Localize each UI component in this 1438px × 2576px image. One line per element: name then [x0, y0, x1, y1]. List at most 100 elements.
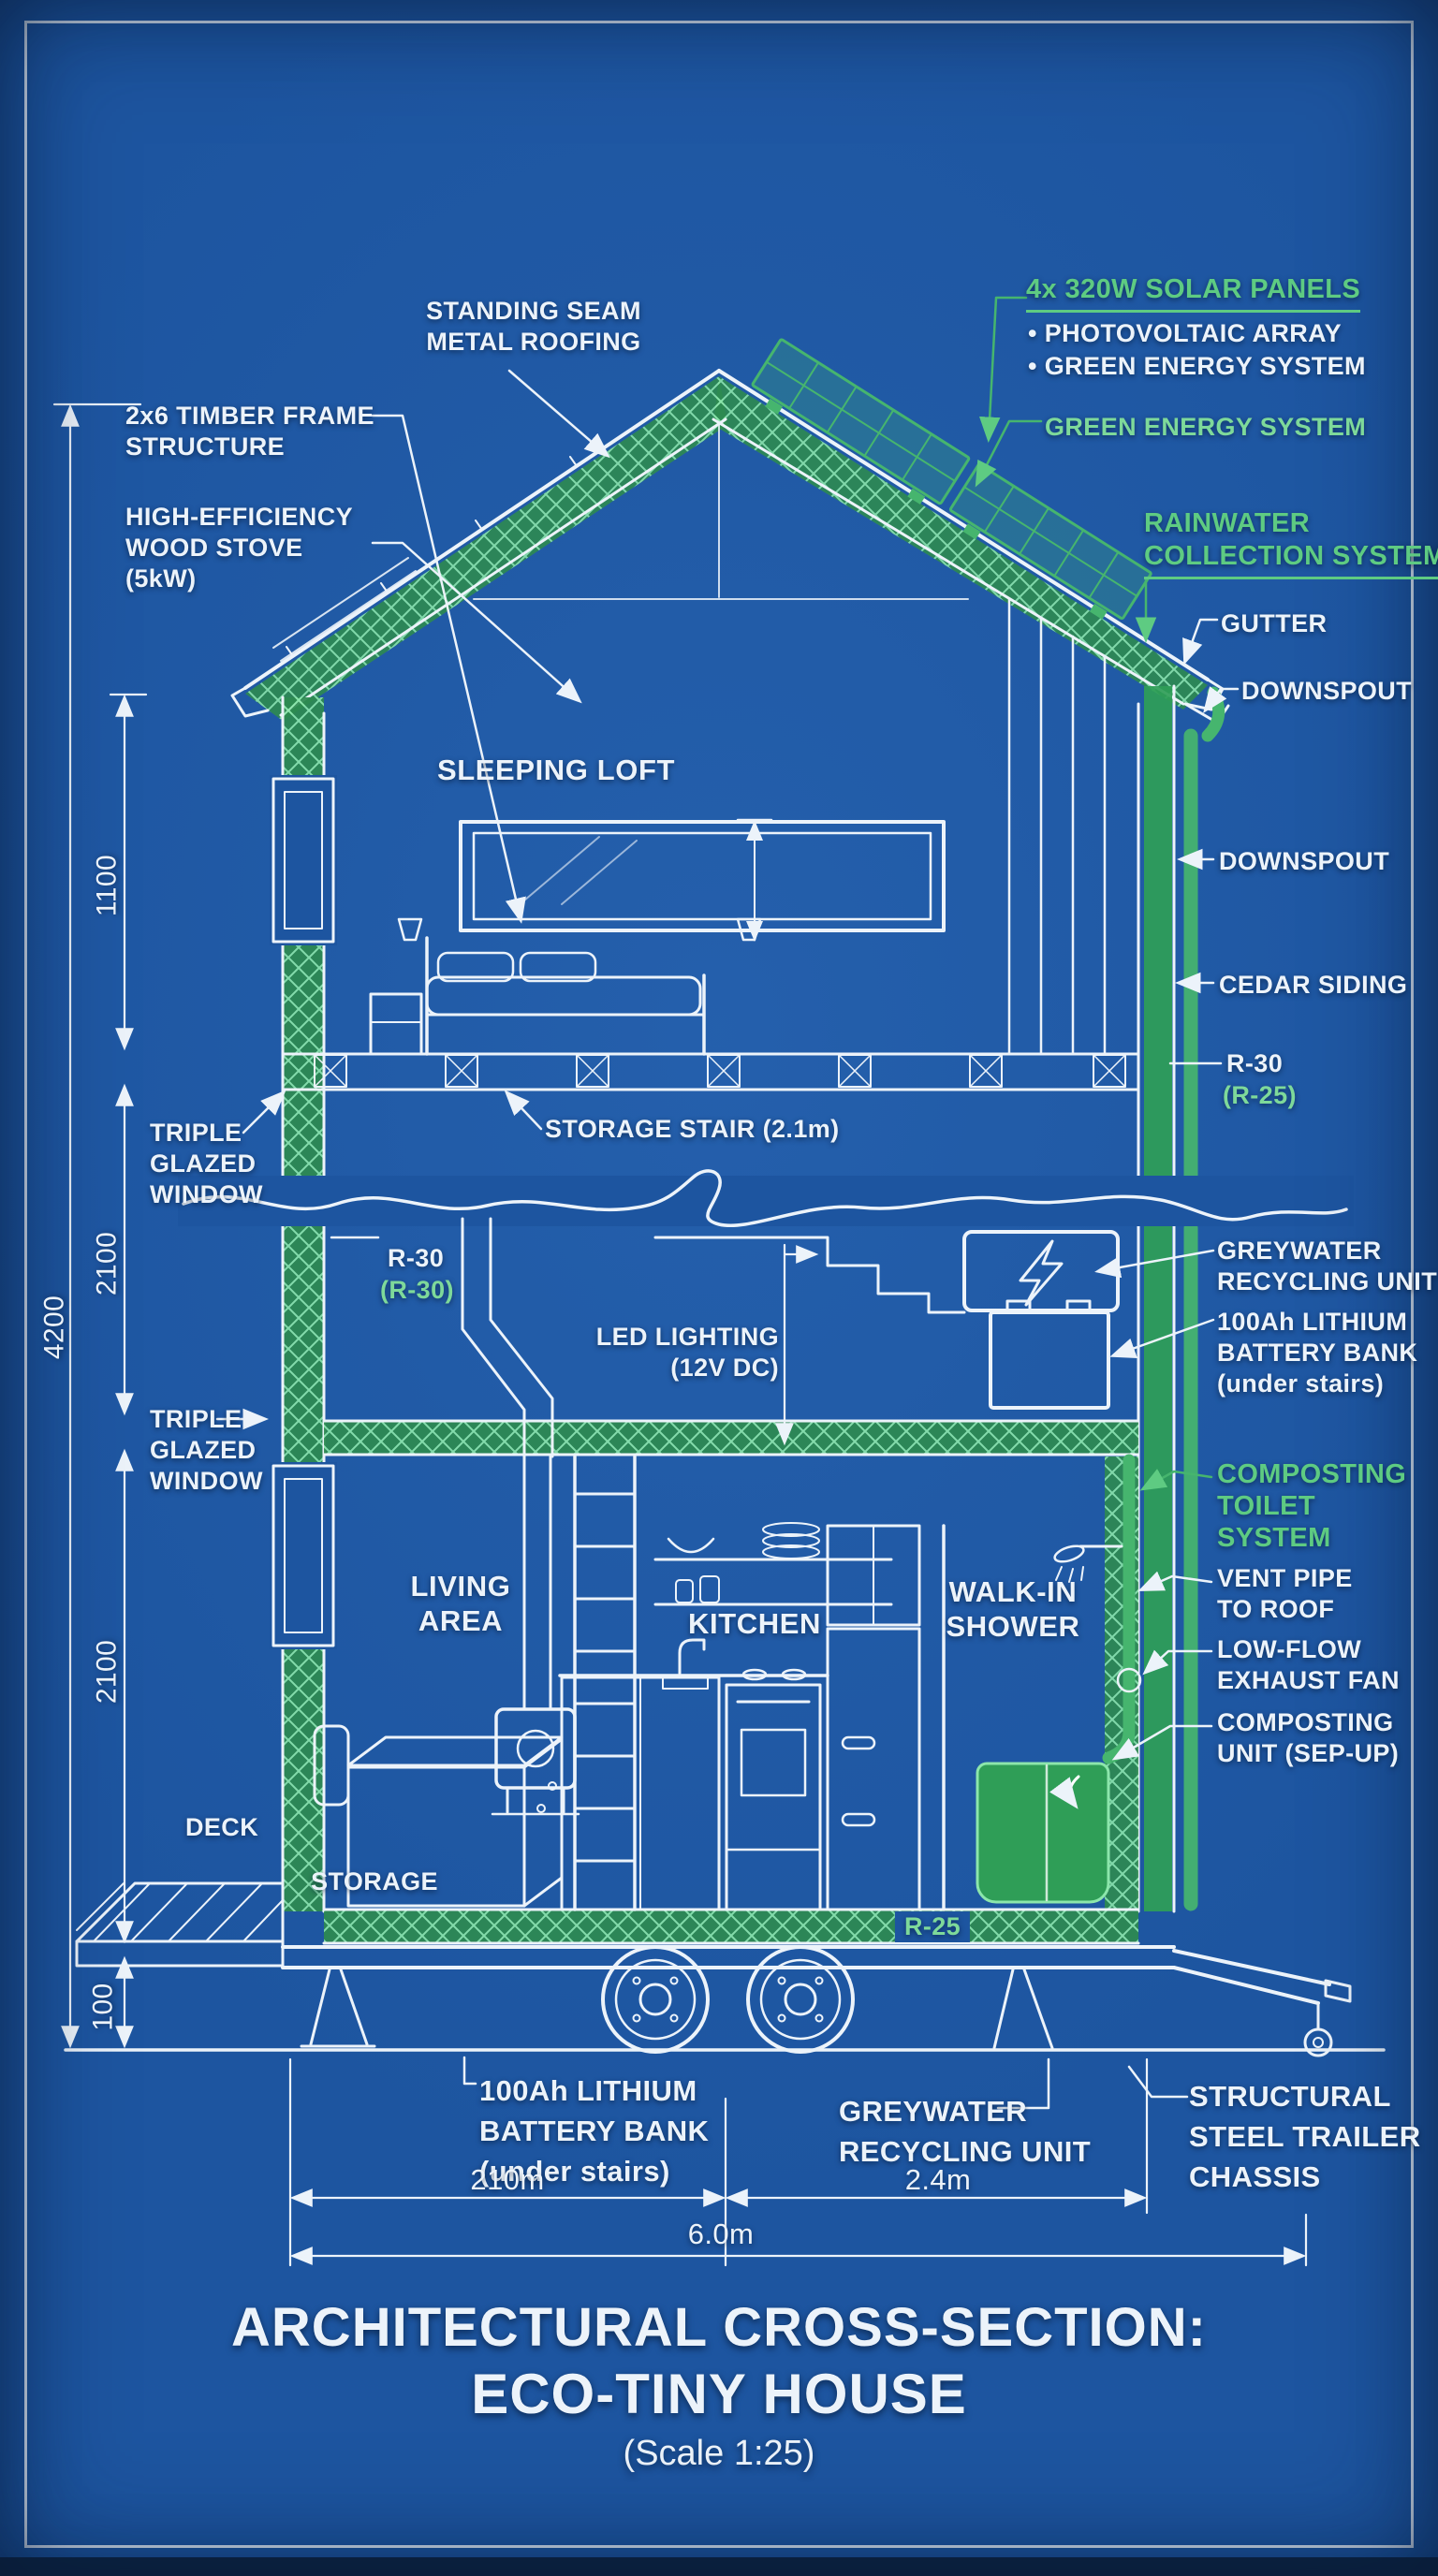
label-timber-frame-line-1: STRUCTURE: [125, 432, 286, 461]
label-deck-line-0: DECK: [185, 1813, 259, 1841]
exhaust-fan: [1116, 1667, 1142, 1693]
label-r25-floor: R-25: [894, 1911, 971, 1942]
trailer-wheel: [601, 1945, 710, 2054]
label-r25-upper: (R-25): [1223, 1080, 1297, 1111]
faucet: [678, 1638, 706, 1676]
label-wood-stove-line-1: WOOD STOVE: [125, 534, 303, 562]
label-cedar-siding: CEDAR SIDING: [1219, 970, 1407, 1001]
label-sleeping-loft-line-0: SLEEPING LOFT: [436, 754, 676, 786]
label-downspout-2-line-0: DOWNSPOUT: [1219, 847, 1390, 875]
label-triple-glazed-2-line-0: TRIPLE: [150, 1405, 242, 1433]
insulated-floor: [322, 1908, 1140, 1945]
label-cedar-siding-line-0: CEDAR SIDING: [1219, 971, 1408, 999]
label-r30-lower-2-line-0: (R-30): [380, 1276, 454, 1304]
label-triple-glazed-2-line-1: GLAZED: [150, 1436, 257, 1464]
shower-head: [1053, 1544, 1085, 1563]
wood-stove: [491, 1707, 580, 1816]
label-greywater-1-line-1: RECYCLING UNIT: [1217, 1267, 1438, 1295]
dim-210m: 210m: [470, 2164, 544, 2195]
cup: [699, 1575, 720, 1603]
oven: [725, 1683, 822, 1911]
label-composting-system-line-2: SYSTEM: [1217, 1523, 1331, 1553]
label-storage-line-0: STORAGE: [311, 1867, 438, 1895]
loft-floor: [281, 1052, 1140, 1091]
triple-glazed-window-upper: [270, 775, 337, 945]
label-r25-floor-line-0: R-25: [903, 1912, 961, 1940]
label-greywater-2-line-0: GREYWATER: [839, 2095, 1028, 2128]
burner: [741, 1668, 768, 1681]
stabilizer-jack: [300, 1968, 376, 2048]
label-rainwater-line-0: RAINWATER: [1144, 508, 1311, 538]
label-living-area-line-0: LIVING: [410, 1570, 511, 1603]
stabilizer-jack: [983, 1968, 1064, 2052]
sink: [662, 1675, 709, 1690]
label-composting-system-line-0: COMPOSTING: [1217, 1459, 1407, 1489]
bed-base: [425, 1013, 706, 1056]
label-standing-seam-line-0: STANDING SEAM: [426, 297, 641, 325]
page-title-line1: ARCHITECTURAL CROSS-SECTION:: [231, 2297, 1207, 2358]
dim-210m-line-0: 210m: [470, 2163, 545, 2196]
label-composting-unit-line-0: COMPOSTING: [1217, 1708, 1394, 1736]
dim-100: 100: [88, 1983, 119, 2030]
label-r30-lower-2: (R-30): [380, 1275, 454, 1306]
label-chassis-line-0: STRUCTURAL: [1189, 2080, 1391, 2113]
label-r30-lower-line-0: R-30: [388, 1244, 445, 1272]
label-walk-in-shower-line-0: WALK-IN: [948, 1575, 1078, 1608]
greywater-unit: [962, 1230, 1120, 1312]
dim-100-line-0: 100: [87, 1983, 119, 2031]
trailer-wheel: [746, 1945, 855, 2054]
label-downspout-1: DOWNSPOUT: [1241, 676, 1412, 707]
label-led-lighting-line-0: LED LIGHTING: [595, 1323, 779, 1351]
recycle-arrow-icon: [1049, 1775, 1080, 1809]
label-triple-glazed-1-line-2: WINDOW: [150, 1180, 263, 1208]
label-composting-unit: COMPOSTING UNIT (SEP-UP): [1217, 1707, 1399, 1769]
label-triple-glazed-1-line-1: GLAZED: [150, 1149, 257, 1178]
label-walk-in-shower-line-1: SHOWER: [946, 1610, 1080, 1643]
battery-bank: [989, 1299, 1110, 1410]
label-battery-2-line-0: 100Ah LITHIUM: [479, 2074, 697, 2107]
fridge: [826, 1627, 921, 1911]
label-exhaust-fan-line-1: EXHAUST FAN: [1217, 1666, 1400, 1694]
pillow: [519, 951, 597, 983]
loft-ladder: [573, 1455, 637, 1911]
label-living-area-line-1: AREA: [418, 1604, 504, 1637]
label-battery-2-line-2: (under stairs): [479, 2155, 670, 2188]
label-solar-panels: 4x 320W SOLAR PANELS: [1026, 273, 1361, 313]
title-block: ARCHITECTURAL CROSS-SECTION: ECO-TINY HO…: [64, 2295, 1374, 2479]
mattress: [425, 975, 702, 1017]
solar-panel-array: [751, 338, 1152, 621]
label-storage-stair: STORAGE STAIR (2.1m): [545, 1114, 840, 1145]
page-title-scale: (Scale 1:25): [623, 2434, 815, 2473]
label-battery-1-line-1: BATTERY BANK: [1217, 1339, 1418, 1367]
label-photovoltaic-line-0: • PHOTOVOLTAIC ARRAY: [1028, 319, 1342, 347]
label-vent-pipe-line-1: TO ROOF: [1217, 1595, 1335, 1623]
label-composting-unit-line-1: UNIT (SEP-UP): [1217, 1739, 1400, 1767]
lightning-bolt-icon: [1019, 1239, 1064, 1307]
composting-toilet-unit: [976, 1762, 1110, 1904]
dim-2-4m: 2.4m: [905, 2164, 972, 2195]
stove-flue: [461, 1217, 554, 1711]
label-sleeping-loft: SLEEPING LOFT: [437, 753, 675, 787]
dimension-lines: [52, 402, 1308, 2267]
roof: [230, 369, 1225, 721]
pillow: [436, 951, 515, 983]
dim-2100-upper: 2100: [92, 1232, 123, 1295]
loft-studs: [1007, 597, 1107, 1056]
label-wood-stove-line-2: (5kW): [125, 564, 197, 593]
nightstand: [369, 992, 423, 1056]
label-r30-lower: R-30: [388, 1243, 444, 1274]
label-timber-frame-line-0: 2x6 TIMBER FRAME: [125, 402, 374, 430]
dim-6-0m: 6.0m: [688, 2218, 755, 2249]
label-r30-upper: R-30: [1226, 1048, 1283, 1079]
label-r25-upper-line-0: (R-25): [1223, 1081, 1297, 1109]
